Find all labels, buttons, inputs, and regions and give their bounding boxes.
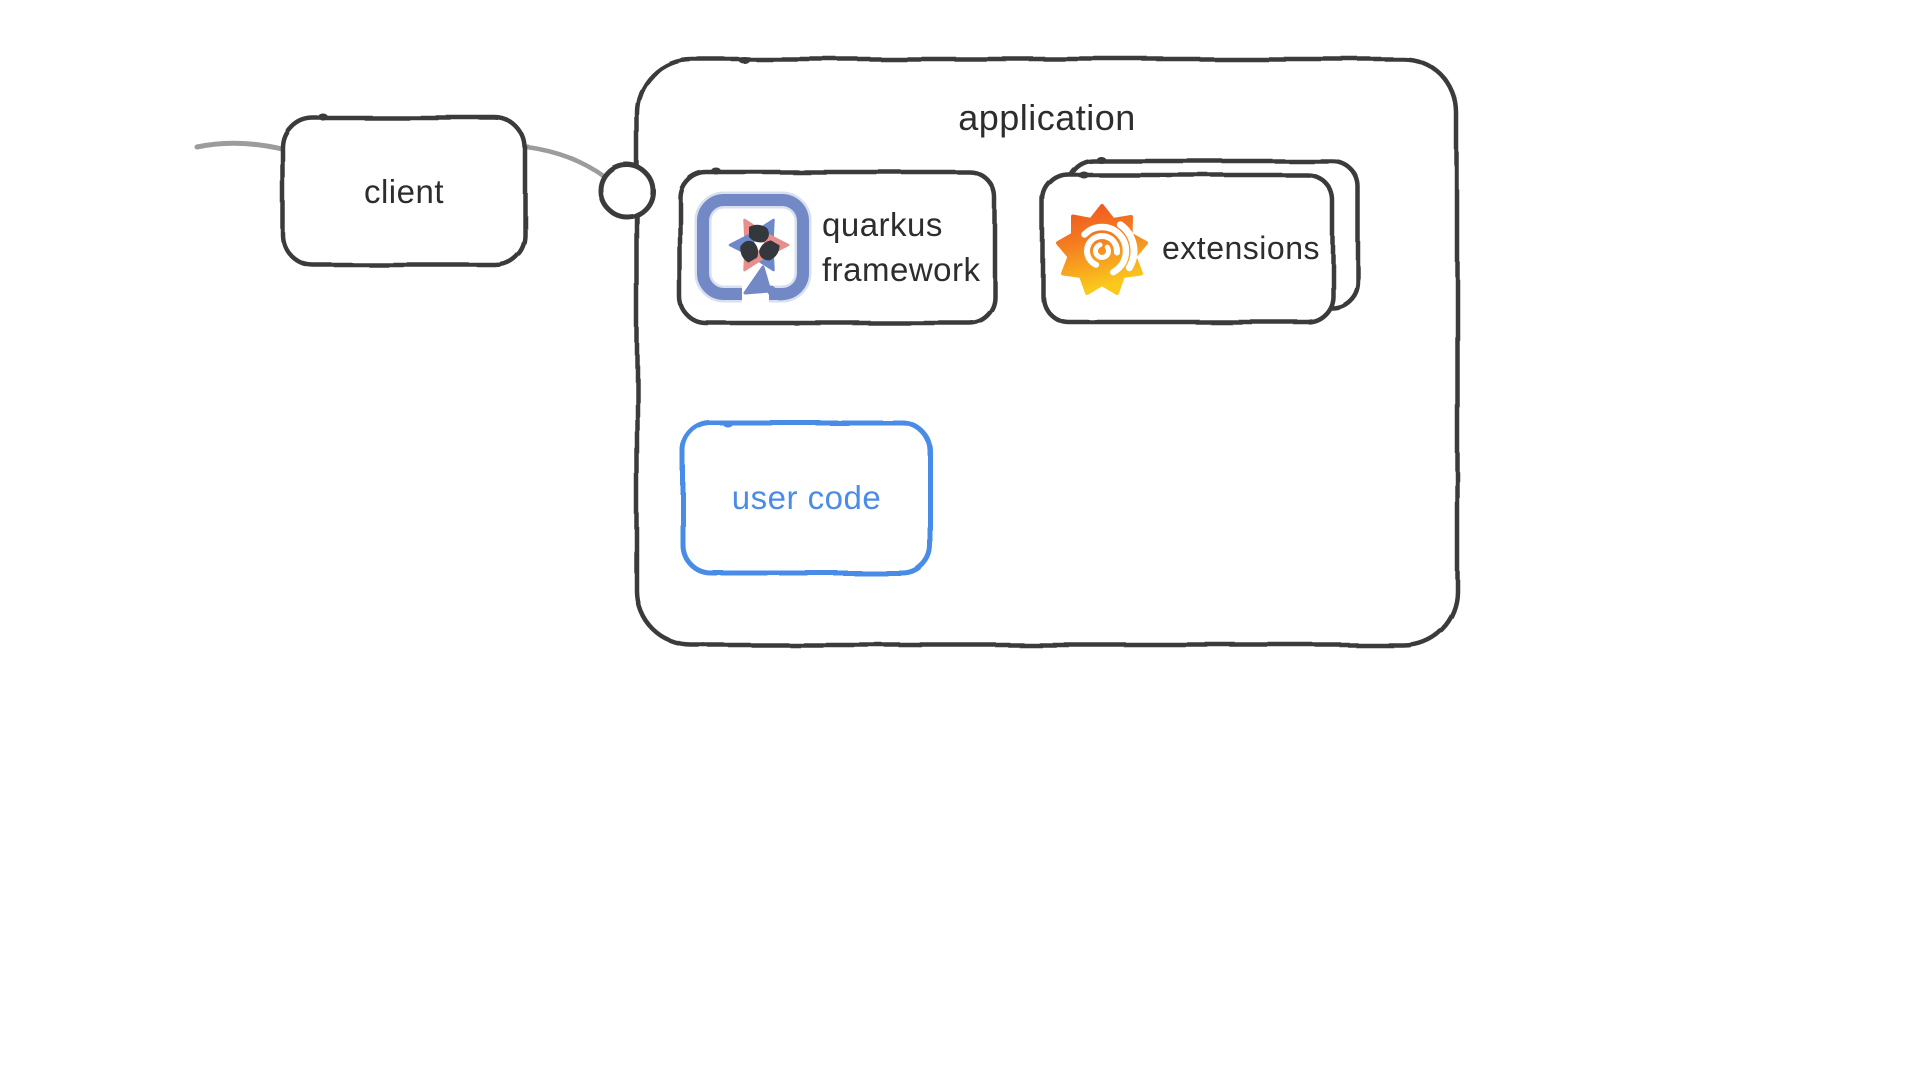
blue-stroke-knot [723, 420, 733, 428]
client-box [280, 115, 528, 268]
stroke-knots [318, 56, 1106, 179]
grafana-logo-icon [1056, 204, 1148, 295]
port-circle [598, 162, 656, 220]
connector-line-right [524, 144, 608, 180]
quarkus-star [728, 218, 790, 272]
quarkus-logo-icon [694, 191, 812, 305]
connector-line-left [194, 140, 289, 153]
user-code-box [680, 420, 933, 576]
